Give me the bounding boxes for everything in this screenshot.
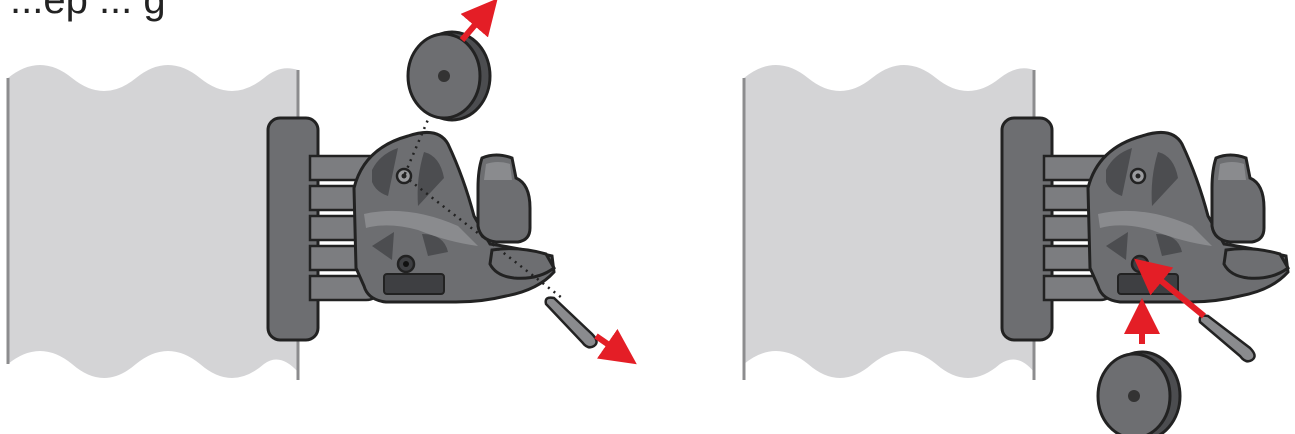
pin-removed bbox=[546, 298, 597, 348]
wall-left bbox=[8, 65, 298, 378]
cap-install bbox=[1098, 352, 1180, 434]
mount-right bbox=[1002, 118, 1288, 340]
cap-removed bbox=[408, 32, 490, 120]
pin-install bbox=[1200, 316, 1255, 362]
wall-right bbox=[744, 65, 1034, 378]
mount-left bbox=[268, 118, 554, 340]
panel-remove bbox=[8, 12, 622, 380]
panel-install bbox=[744, 65, 1288, 434]
arrow-pin-out bbox=[596, 336, 622, 354]
arrow-cap-out bbox=[462, 12, 486, 40]
